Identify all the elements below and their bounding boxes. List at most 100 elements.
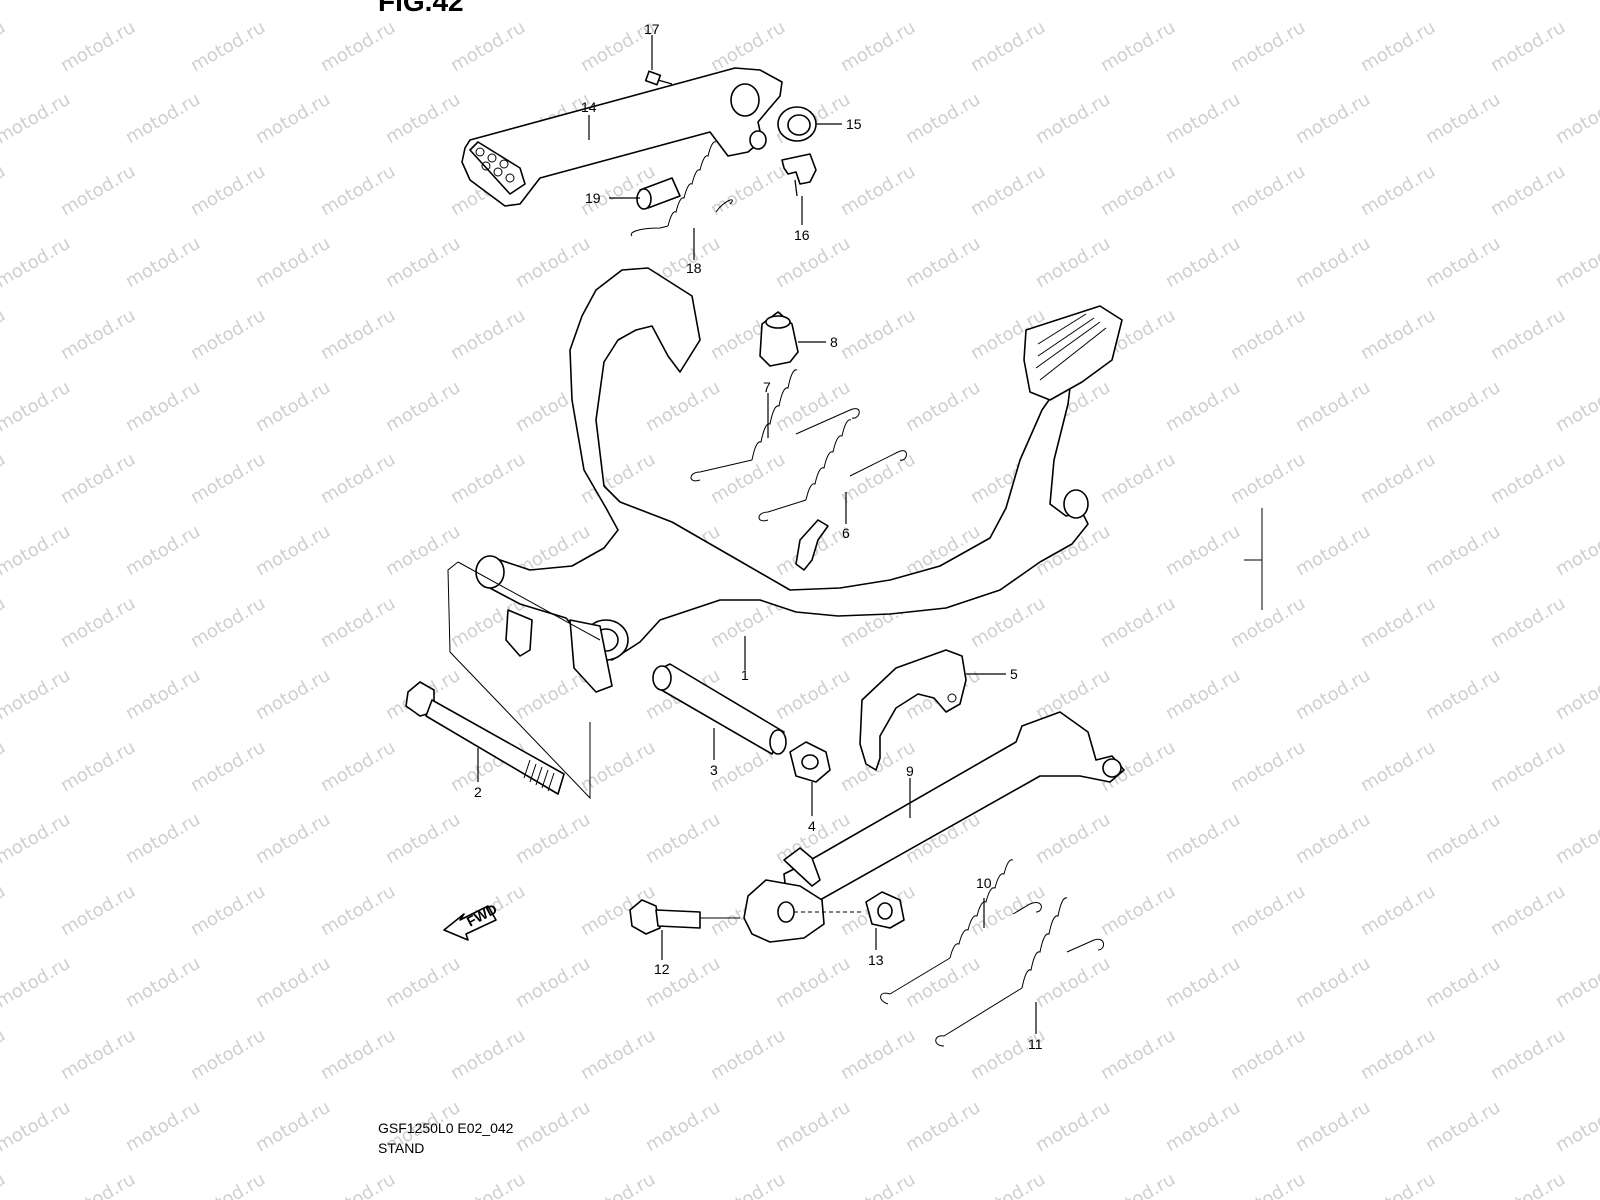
callout-10: 10 (976, 875, 992, 891)
watermark-text: motod.ru (0, 809, 74, 868)
watermark-text: motod.ru (252, 809, 334, 868)
spring-6 (758, 419, 907, 522)
watermark-text: motod.ru (1032, 809, 1114, 868)
watermark-text: motod.ru (1487, 881, 1569, 940)
watermark-text: motod.ru (1227, 449, 1309, 508)
watermark-text: motod.ru (837, 1169, 919, 1200)
callout-18: 18 (686, 260, 702, 276)
callout-19: 19 (585, 190, 601, 206)
watermark-text: motod.ru (187, 161, 269, 220)
watermark-text: motod.ru (187, 881, 269, 940)
watermark-text: motod.ru (122, 233, 204, 292)
watermark-text: motod.ru (772, 1097, 854, 1156)
watermark-text: motod.ru (902, 0, 984, 4)
watermark-text: motod.ru (1422, 233, 1504, 292)
callout-15: 15 (846, 116, 862, 132)
watermark-text: motod.ru (1292, 89, 1374, 148)
watermark-text: motod.ru (122, 89, 204, 148)
watermark-text: motod.ru (1552, 1097, 1600, 1156)
watermark-text: motod.ru (1097, 593, 1179, 652)
watermark-text: motod.ru (57, 449, 139, 508)
watermark-text: motod.ru (122, 953, 204, 1012)
callout-5: 5 (1010, 666, 1018, 682)
watermark-text: motod.ru (187, 593, 269, 652)
watermark-text: motod.ru (1552, 233, 1600, 292)
clip (781, 153, 817, 197)
watermark-text: motod.ru (1552, 809, 1600, 868)
watermark-text: motod.ru (0, 233, 74, 292)
watermark-text: motod.ru (57, 305, 139, 364)
watermark-text: motod.ru (122, 1097, 204, 1156)
long-bolt (405, 681, 565, 795)
watermark-text: motod.ru (902, 233, 984, 292)
watermark-text: motod.ru (1162, 521, 1244, 580)
watermark-text: motod.ru (1552, 521, 1600, 580)
watermark-text: motod.ru (252, 233, 334, 292)
watermark-text: motod.ru (57, 1025, 139, 1084)
watermark-text: motod.ru (187, 17, 269, 76)
watermark-text: motod.ru (1487, 737, 1569, 796)
watermark-text: motod.ru (1422, 377, 1504, 436)
watermark-text: motod.ru (1162, 1097, 1244, 1156)
watermark-text: motod.ru (577, 737, 659, 796)
watermark-text: motod.ru (317, 449, 399, 508)
watermark-text: motod.ru (1162, 0, 1244, 4)
watermark-text: motod.ru (382, 521, 464, 580)
watermark-text: motod.ru (967, 161, 1049, 220)
watermark-text: motod.ru (512, 953, 594, 1012)
callout-16: 16 (794, 227, 810, 243)
watermark-text: motod.ru (512, 233, 594, 292)
watermark-text: motod.ru (122, 521, 204, 580)
watermark-text: motod.ru (1487, 1169, 1569, 1200)
watermark-text: motod.ru (1357, 1025, 1439, 1084)
watermark-text: motod.ru (382, 0, 464, 4)
watermark-text: motod.ru (1032, 953, 1114, 1012)
brake-pedal (461, 67, 783, 207)
watermark-text: motod.ru (1162, 89, 1244, 148)
watermark-text: motod.ru (317, 305, 399, 364)
watermark-text: motod.ru (317, 1169, 399, 1200)
watermark-text: motod.ru (707, 449, 789, 508)
watermark-text: motod.ru (902, 1097, 984, 1156)
watermark-text: motod.ru (252, 377, 334, 436)
watermark-text: motod.ru (967, 1169, 1049, 1200)
watermark-text: motod.ru (642, 1097, 724, 1156)
watermark-text: motod.ru (1227, 593, 1309, 652)
small-bolt (644, 70, 673, 86)
watermark-text: motod.ru (0, 89, 74, 148)
callout-3: 3 (710, 762, 718, 778)
watermark-text: motod.ru (0, 521, 74, 580)
watermark-text: motod.ru (1552, 89, 1600, 148)
watermark-text: motod.ru (447, 1025, 529, 1084)
watermark-text: motod.ru (1357, 305, 1439, 364)
watermark-text: motod.ru (1097, 1169, 1179, 1200)
watermark-text: motod.ru (447, 449, 529, 508)
callout-9: 9 (906, 763, 914, 779)
watermark-text: motod.ru (512, 1097, 594, 1156)
watermark-text: motod.ru (1292, 377, 1374, 436)
watermark-text: motod.ru (1162, 953, 1244, 1012)
watermark-text: motod.ru (317, 881, 399, 940)
washer (777, 106, 817, 142)
callout-7: 7 (763, 379, 771, 395)
watermark-text: motod.ru (0, 737, 9, 796)
watermark-text: motod.ru (772, 953, 854, 1012)
callout-1: 1 (741, 667, 749, 683)
watermark-text: motod.ru (1032, 89, 1114, 148)
watermark-text: motod.ru (837, 305, 919, 364)
spring-18 (630, 141, 733, 237)
figure-title: FIG.42 (378, 0, 464, 17)
nut-4 (789, 741, 831, 783)
watermark-text: motod.ru (1097, 161, 1179, 220)
watermark-text: motod.ru (1422, 953, 1504, 1012)
rubber-stopper (759, 311, 799, 367)
watermark-text: motod.ru (447, 305, 529, 364)
main-stand (475, 267, 1123, 693)
reference-mark (1244, 508, 1263, 610)
figure-model-code: GSF1250L0 E02_042 (378, 1120, 514, 1136)
watermark-text: motod.ru (0, 0, 74, 4)
watermark-text: motod.ru (577, 1169, 659, 1200)
callouts: 17 14 15 16 19 18 8 7 6 5 1 2 3 4 9 10 1… (474, 21, 1043, 1052)
watermark-text: motod.ru (1487, 17, 1569, 76)
watermark-text: motod.ru (1227, 305, 1309, 364)
